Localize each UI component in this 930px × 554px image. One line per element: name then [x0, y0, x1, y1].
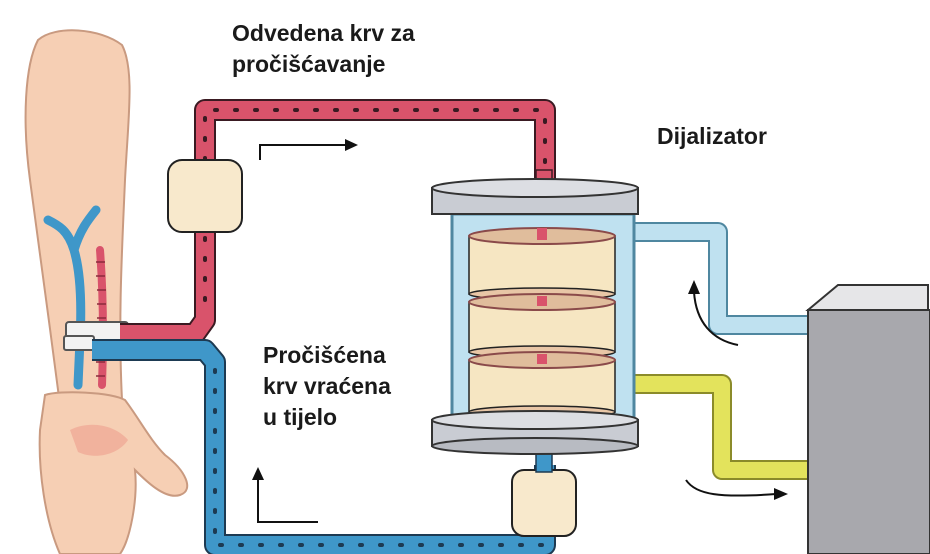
blood-out-label: Odvedena krv za pročišćavanje	[232, 20, 415, 77]
dialyzer-bottom-cap	[431, 410, 639, 455]
dialyzer-label: Dijalizator	[657, 123, 767, 149]
artery	[96, 246, 108, 389]
venous-flow-arrow	[257, 480, 318, 523]
machine-top	[805, 284, 929, 311]
venous-bubble-trap	[511, 469, 577, 537]
vein	[43, 205, 101, 345]
arterial-pump-chamber	[167, 159, 243, 233]
dialysis-machine	[805, 284, 930, 554]
flow-arrows	[252, 139, 788, 523]
venous-dots	[213, 368, 547, 547]
artery-hatching	[96, 261, 106, 377]
dialyzer	[431, 169, 639, 473]
arterial-dots	[203, 108, 547, 302]
blood-returned-label: Pročišćena krv vraćena u tijelo	[263, 342, 391, 430]
filter-discs	[468, 227, 616, 419]
dialysate-in-arrow	[693, 291, 739, 346]
hand	[38, 391, 189, 554]
palm-shading	[70, 424, 128, 456]
arterial-flow-arrow	[259, 144, 345, 160]
needle-clamp-lower	[63, 335, 95, 351]
dialyzer-top-cap	[431, 178, 639, 215]
machine-body	[807, 309, 930, 554]
arm-illustration	[24, 29, 189, 554]
dialysate-out-arrow	[685, 479, 777, 497]
dialysate-lines	[628, 222, 812, 480]
